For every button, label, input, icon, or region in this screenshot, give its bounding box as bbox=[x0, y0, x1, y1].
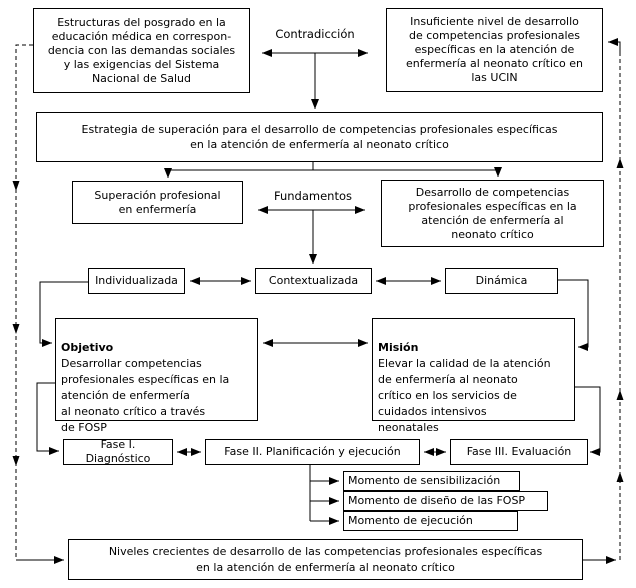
right-feedback-up-arrowhead-2 bbox=[616, 390, 624, 400]
edge-estrategia-split bbox=[168, 162, 498, 171]
node-insuficiente-nivel: Insuficiente nivel de desarrollo de comp… bbox=[386, 8, 603, 92]
node-estructuras-posgrado: Estructuras del posgrado en la educación… bbox=[33, 8, 250, 93]
edge-left-feedback-dashed bbox=[15, 44, 33, 560]
node-estrategia-superacion: Estrategia de superación para el desarro… bbox=[36, 112, 603, 162]
node-momento-diseno-fosp: Momento de diseño de las FOSP bbox=[343, 491, 548, 511]
mision-body: Elevar la calidad de la atención de enfe… bbox=[378, 357, 551, 434]
edge-right-feedback-into-insuficiente bbox=[608, 38, 621, 55]
node-fase1-diagnostico: Fase I. Diagnóstico bbox=[63, 438, 173, 465]
left-feedback-down-arrowhead-2 bbox=[12, 324, 20, 334]
edge-label-fundamentos: Fundamentos bbox=[273, 189, 352, 203]
mision-title: Misión bbox=[378, 341, 419, 354]
objetivo-title: Objetivo bbox=[61, 341, 114, 354]
right-feedback-up-arrowhead-1 bbox=[616, 158, 624, 168]
left-feedback-down-arrowhead-1 bbox=[12, 181, 20, 191]
edge-label-contradiccion: Contradicción bbox=[275, 27, 355, 41]
node-dinamica: Dinámica bbox=[445, 268, 558, 294]
node-contextualizada: Contextualizada bbox=[255, 268, 372, 294]
node-momento-ejecucion: Momento de ejecución bbox=[343, 511, 518, 531]
left-feedback-down-arrowhead-3 bbox=[12, 456, 20, 466]
node-fase2-planificacion: Fase II. Planificación y ejecución bbox=[205, 439, 420, 465]
node-niveles-crecientes: Niveles crecientes de desarrollo de las … bbox=[68, 539, 583, 580]
node-fase3-evaluacion: Fase III. Evaluación bbox=[450, 439, 588, 465]
node-desarrollo-competencias: Desarrollo de competencias profesionales… bbox=[381, 180, 604, 247]
node-momento-sensibilizacion: Momento de sensibilización bbox=[343, 471, 520, 491]
node-superacion-profesional: Superación profesional en enfermería bbox=[72, 181, 243, 224]
node-individualizada: Individualizada bbox=[88, 268, 185, 294]
objetivo-body: Desarrollar competencias profesionales e… bbox=[61, 357, 230, 434]
right-feedback-up-arrowhead-3 bbox=[616, 472, 624, 482]
